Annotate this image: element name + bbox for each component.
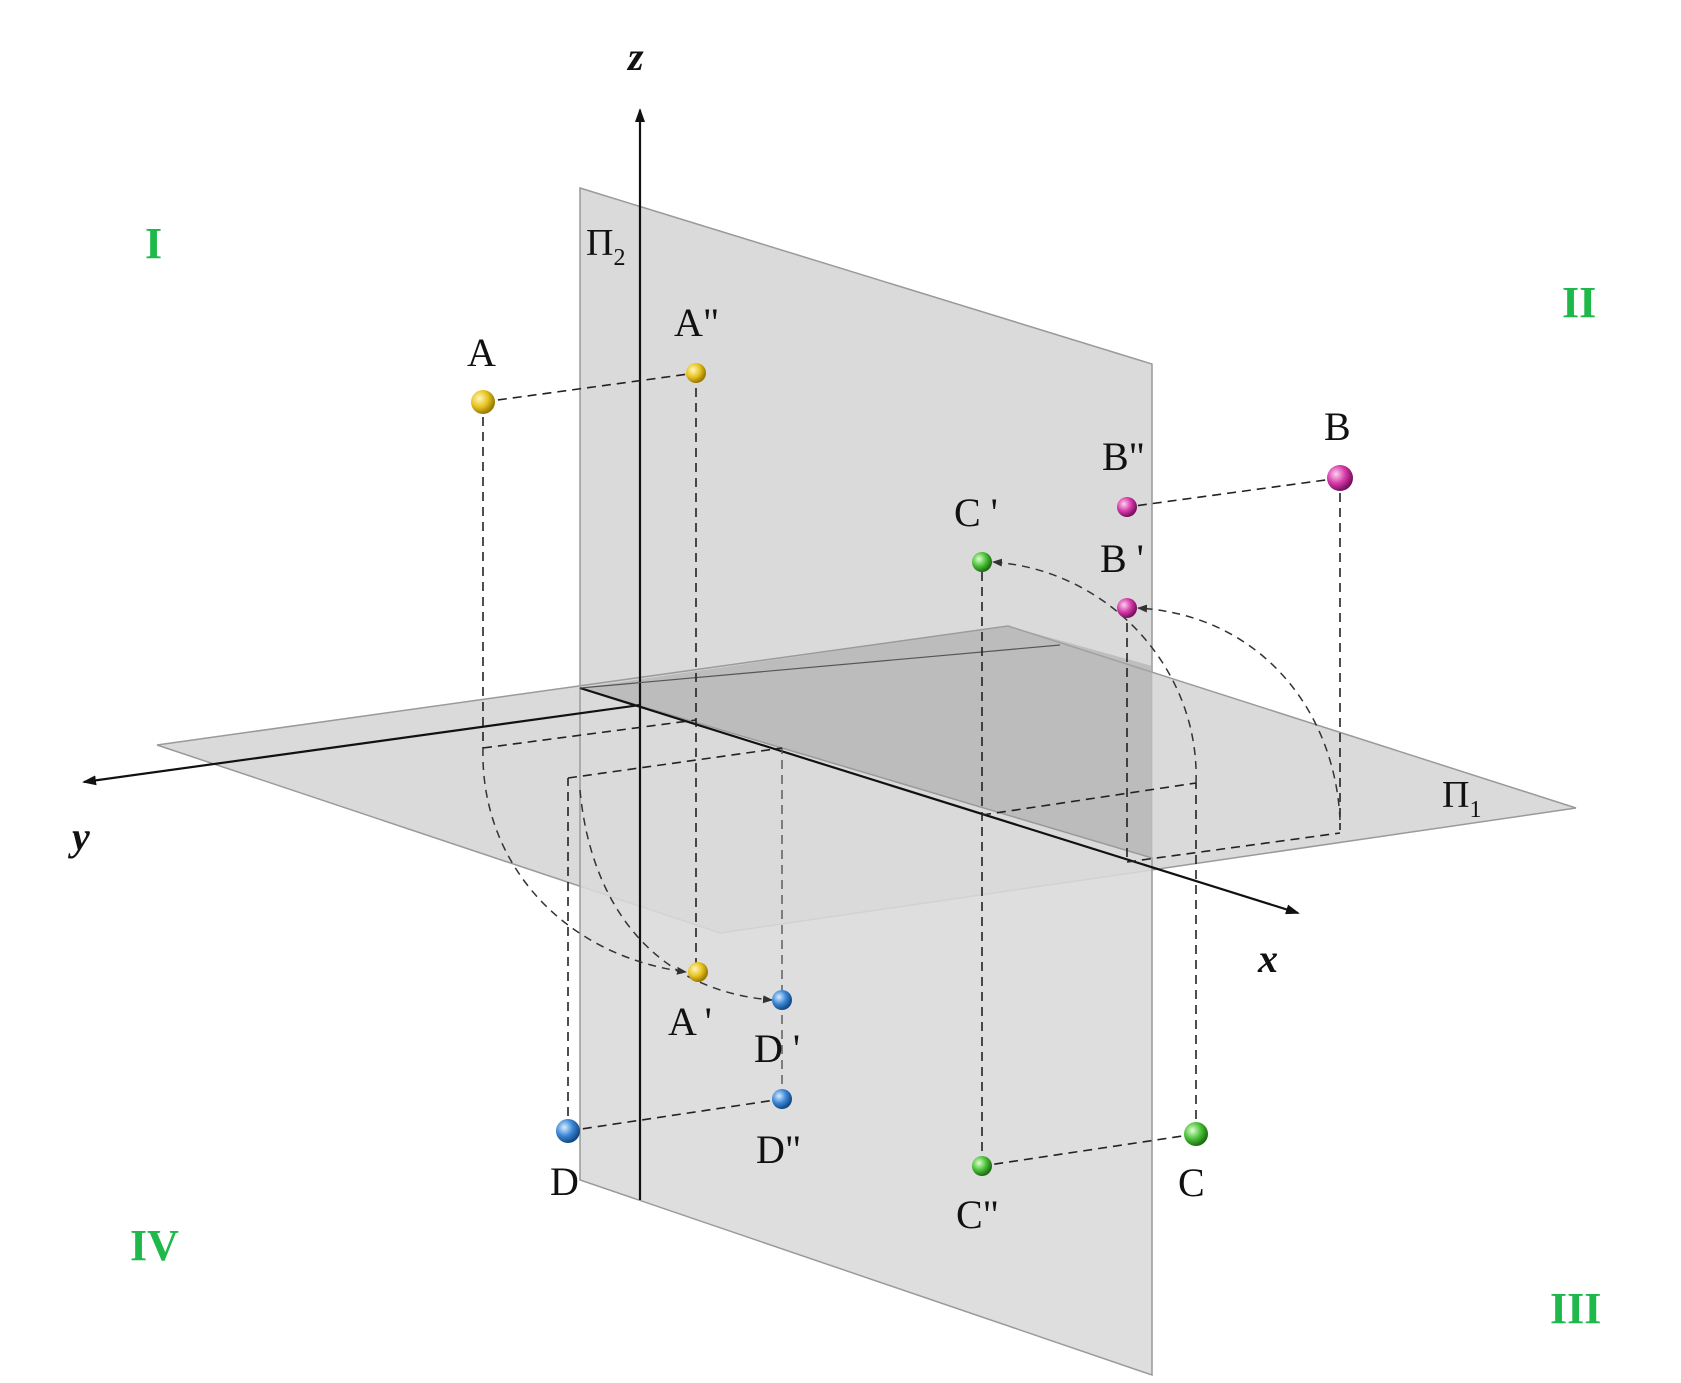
projector-C-floor: [981, 782, 1197, 816]
projector-D-D2: [567, 1098, 783, 1132]
projector-B-B2: [1126, 477, 1341, 508]
point-A-frontal: [686, 363, 706, 383]
label-C: C: [1178, 1160, 1205, 1205]
point-B: [1327, 465, 1353, 491]
arc-C-rotation: [992, 558, 1197, 784]
projector-B-floor: [1126, 832, 1341, 863]
label-A: A: [467, 330, 496, 375]
arc-B-rotation: [1137, 604, 1341, 821]
projector-A-A2: [482, 372, 697, 403]
point-D: [556, 1119, 580, 1143]
x-axis: [579, 686, 1300, 915]
quadrant-label-IV: IV: [130, 1221, 179, 1270]
x-axis-back-edge: [579, 644, 1061, 689]
label-D-frontal: D": [756, 1127, 801, 1172]
point-C-frontal: [972, 1156, 992, 1176]
point-A: [471, 390, 495, 414]
point-C: [1184, 1122, 1208, 1146]
arc-D-rotation: [579, 789, 773, 1004]
label-D: D: [550, 1159, 579, 1204]
point-C-horizontal: [972, 552, 992, 572]
point-B-frontal: [1117, 497, 1137, 517]
arc-A-rotation: [482, 747, 687, 975]
projector-A-floor: [482, 719, 697, 749]
quadrant-label-III: III: [1550, 1284, 1601, 1333]
point-B-horizontal: [1117, 598, 1137, 618]
horizontal-plane-label: Π1: [1442, 774, 1481, 823]
label-C-frontal: C": [956, 1192, 999, 1237]
frontal-plane-lower: [579, 686, 1153, 1377]
point-D-horizontal: [772, 990, 792, 1010]
x-axis-label: x: [1257, 936, 1278, 981]
z-axis-label: z: [626, 34, 644, 79]
label-B-frontal: B": [1102, 434, 1145, 479]
label-C-horizontal: C ': [954, 490, 998, 535]
quadrant-label-II: II: [1562, 278, 1596, 327]
y-axis: [82, 703, 641, 786]
projector-C-C2: [981, 1133, 1197, 1167]
quadrant-label-I: I: [145, 219, 162, 268]
label-D-horizontal: D ': [754, 1026, 800, 1071]
frontal-plane-label: Π2: [586, 222, 625, 271]
label-B-horizontal: B ': [1100, 536, 1144, 581]
projector-D-floor: [567, 747, 783, 779]
label-A-horizontal: A ': [668, 999, 712, 1044]
label-A-frontal: A": [674, 300, 719, 345]
label-B: B: [1324, 404, 1351, 449]
point-D-frontal: [772, 1089, 792, 1109]
point-A-horizontal: [688, 962, 708, 982]
horizontal-plane-shadow: [580, 626, 1152, 858]
y-axis-label: y: [68, 814, 90, 859]
